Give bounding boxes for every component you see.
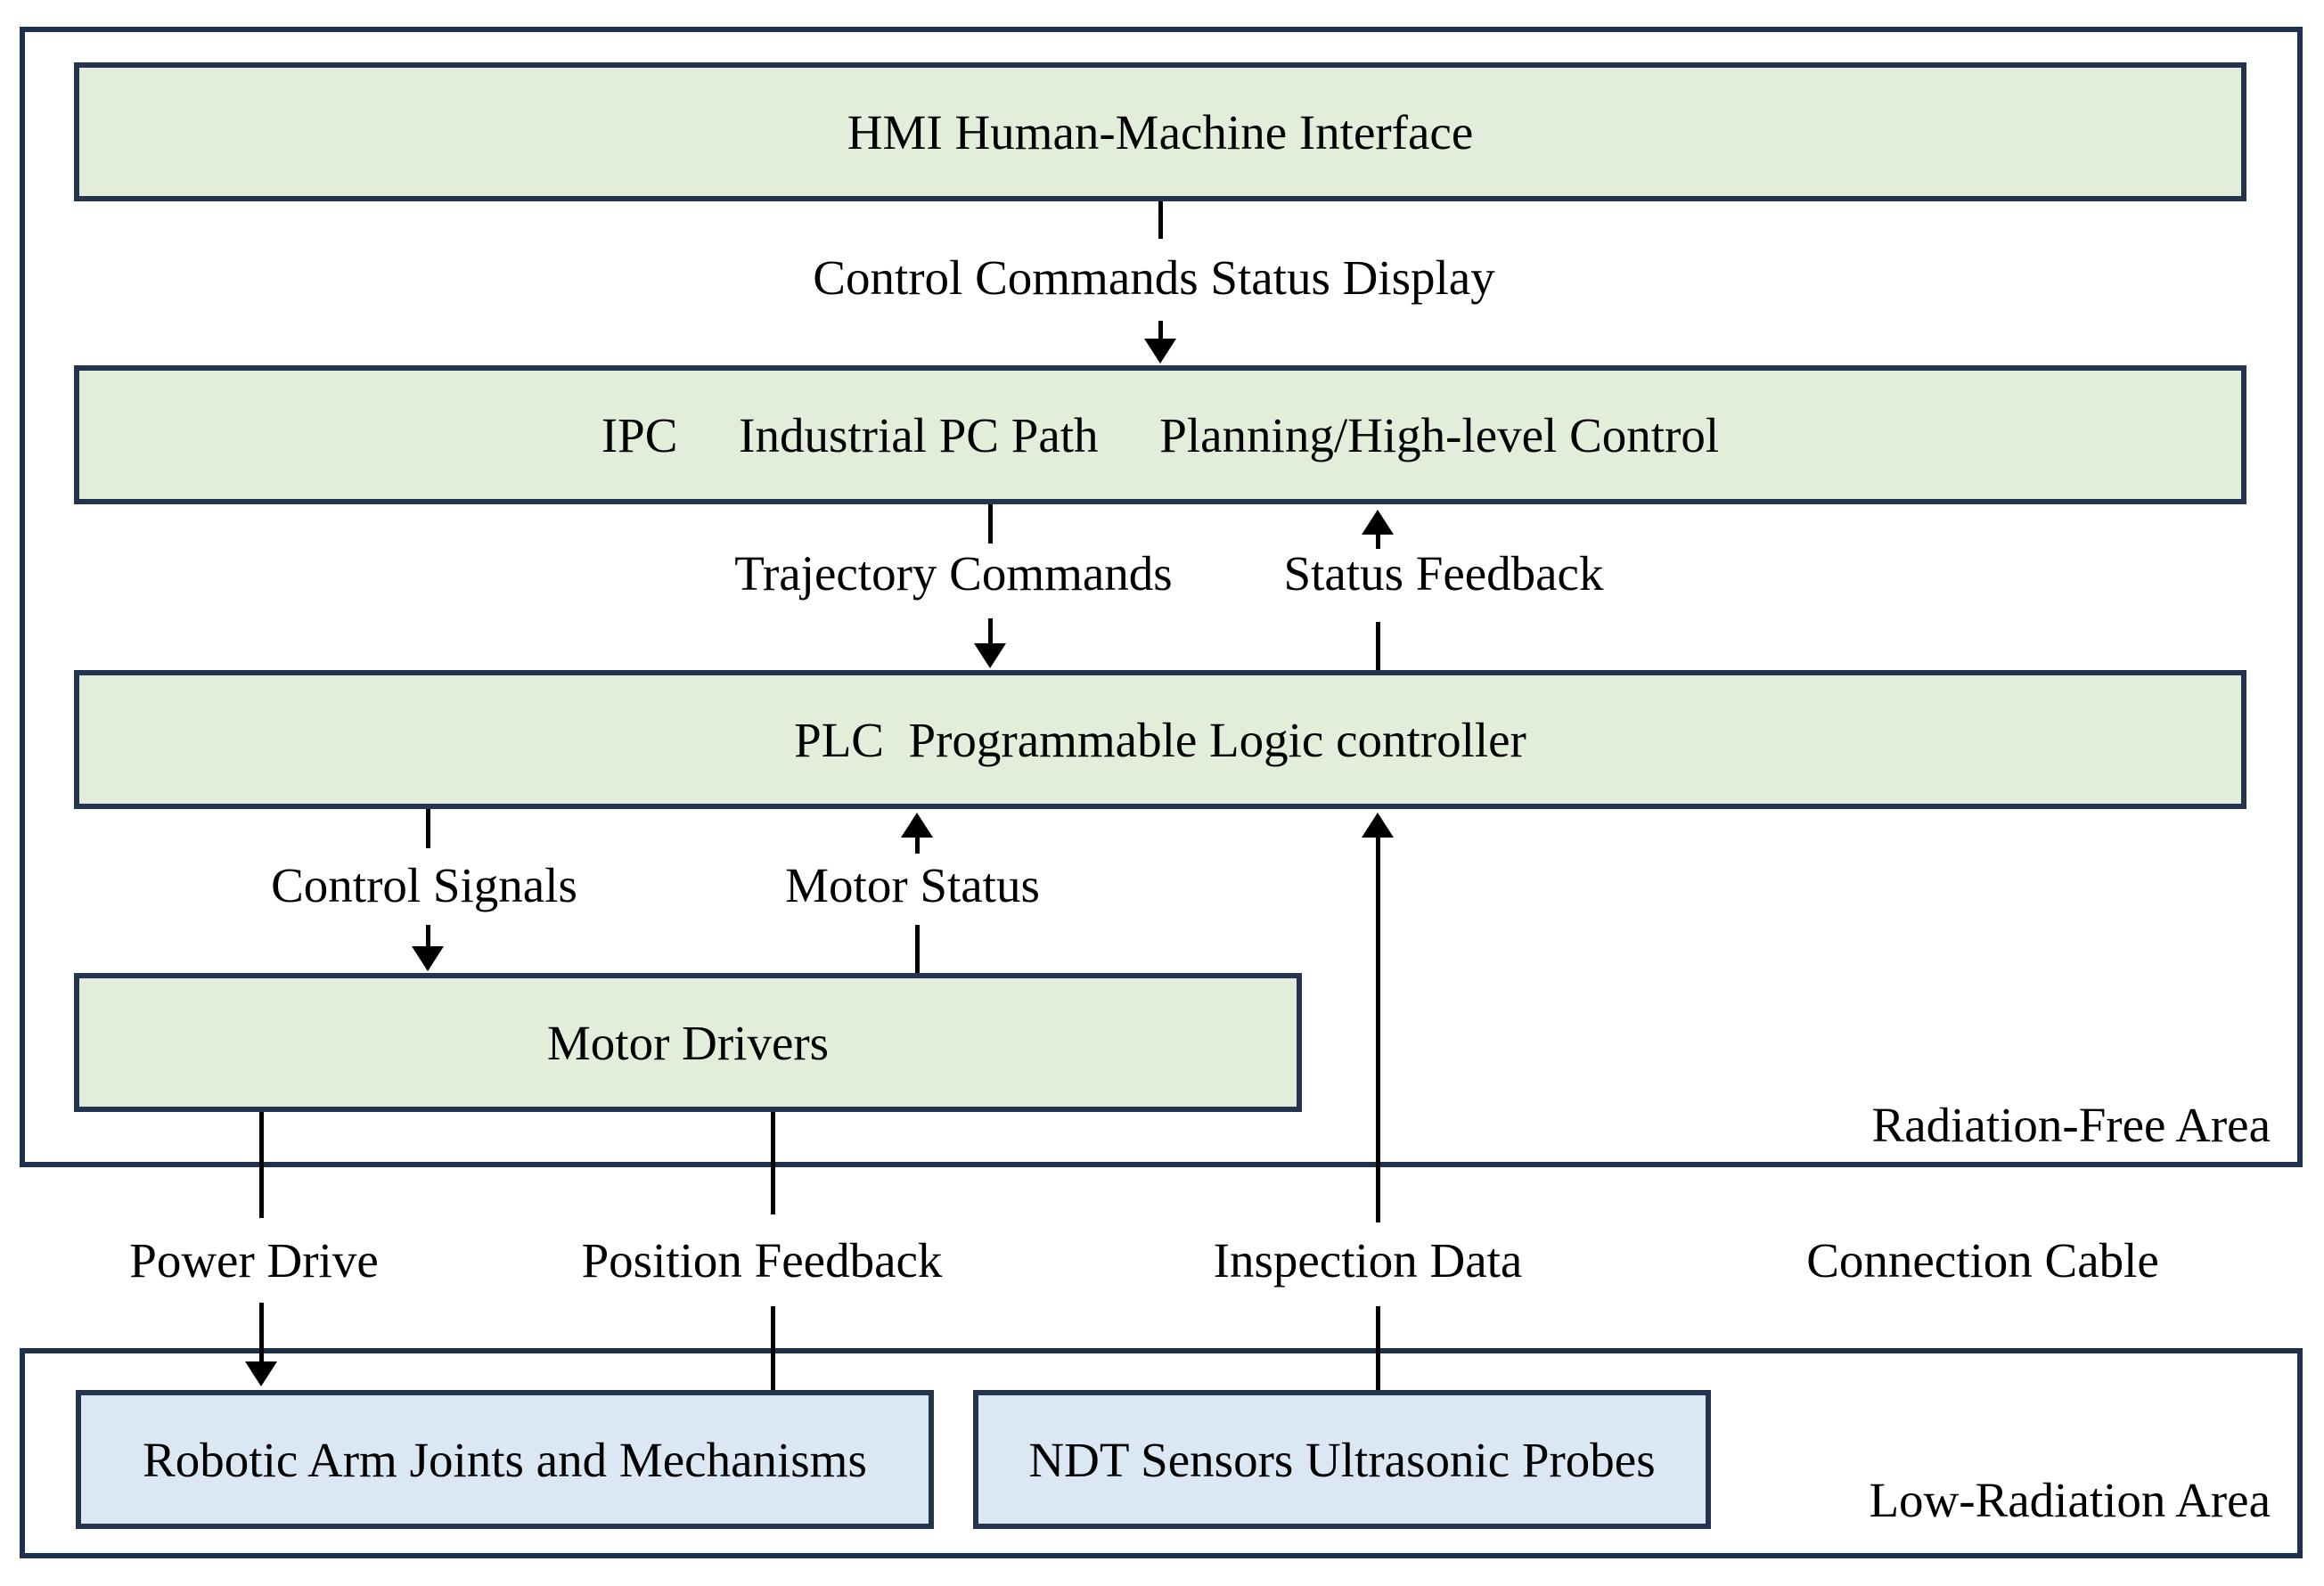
low-radiation-area-label: Low-Radiation Area <box>1869 1473 2271 1527</box>
edge-trajectory-label: Trajectory Commands <box>734 546 1173 601</box>
node-plc: PLC Programmable Logic controller <box>74 670 2246 809</box>
edge-control-signals-segment-top <box>426 809 430 848</box>
edge-inspection-data-segment-bottom <box>1376 1306 1380 1390</box>
edge-trajectory-arrowhead-down-icon <box>974 643 1006 668</box>
edge-status-feedback-segment-bottom <box>1376 622 1380 670</box>
edge-status-feedback-label: Status Feedback <box>1283 546 1604 601</box>
node-motor-drivers-label: Motor Drivers <box>546 1015 830 1070</box>
edge-status-feedback-segment-top <box>1376 533 1380 549</box>
edge-motor-status-segment-top <box>915 836 920 854</box>
edge-inspection-data-label: Inspection Data <box>1213 1233 1523 1288</box>
edge-hmi-ipc-label: Control Commands Status Display <box>813 250 1495 305</box>
edge-motor-status-label: Motor Status <box>785 858 1040 912</box>
edge-power-drive-segment-top <box>259 1112 264 1218</box>
edge-position-feedback-segment-top <box>771 1112 775 1214</box>
edge-control-signals-arrowhead-down-icon <box>412 946 444 971</box>
node-ipc-label: IPC Industrial PC Path Planning/High-lev… <box>601 407 1720 462</box>
radiation-free-area-label: Radiation-Free Area <box>1871 1098 2271 1152</box>
edge-position-feedback-segment-bottom <box>771 1306 775 1390</box>
node-hmi: HMI Human-Machine Interface <box>74 62 2246 201</box>
node-robotic-arm-label: Robotic Arm Joints and Mechanisms <box>143 1432 867 1487</box>
edge-power-drive-label: Power Drive <box>129 1233 379 1288</box>
node-ndt-sensors-label: NDT Sensors Ultrasonic Probes <box>1028 1432 1656 1487</box>
edge-hmi-ipc-arrowhead-down-icon <box>1144 339 1176 364</box>
node-robotic-arm: Robotic Arm Joints and Mechanisms <box>76 1390 934 1529</box>
edge-power-drive-arrowhead-down-icon <box>245 1361 277 1386</box>
edge-motor-status-arrowhead-up-icon <box>901 813 933 838</box>
edge-power-drive-segment-bottom <box>259 1303 264 1363</box>
edge-control-signals-segment-bottom <box>426 925 430 950</box>
node-ndt-sensors: NDT Sensors Ultrasonic Probes <box>973 1390 1711 1529</box>
edge-hmi-ipc-segment-bottom <box>1158 321 1163 344</box>
edge-hmi-ipc-segment-top <box>1158 201 1163 239</box>
node-motor-drivers: Motor Drivers <box>74 973 1302 1112</box>
edge-status-feedback-arrowhead-up-icon <box>1362 510 1394 535</box>
node-hmi-label: HMI Human-Machine Interface <box>847 104 1474 159</box>
edge-inspection-data-arrowhead-up-icon <box>1362 813 1394 838</box>
edge-position-feedback-label: Position Feedback <box>581 1233 943 1288</box>
edge-motor-status-segment-bottom <box>915 925 920 973</box>
node-ipc: IPC Industrial PC Path Planning/High-lev… <box>74 365 2246 504</box>
edge-trajectory-segment-bottom <box>988 618 993 647</box>
node-plc-label: PLC Programmable Logic controller <box>794 712 1526 767</box>
edge-control-signals-label: Control Signals <box>271 858 577 912</box>
edge-trajectory-segment-top <box>988 504 993 544</box>
connection-cable-label: Connection Cable <box>1806 1233 2159 1288</box>
edge-inspection-data-segment-top <box>1376 836 1380 1222</box>
